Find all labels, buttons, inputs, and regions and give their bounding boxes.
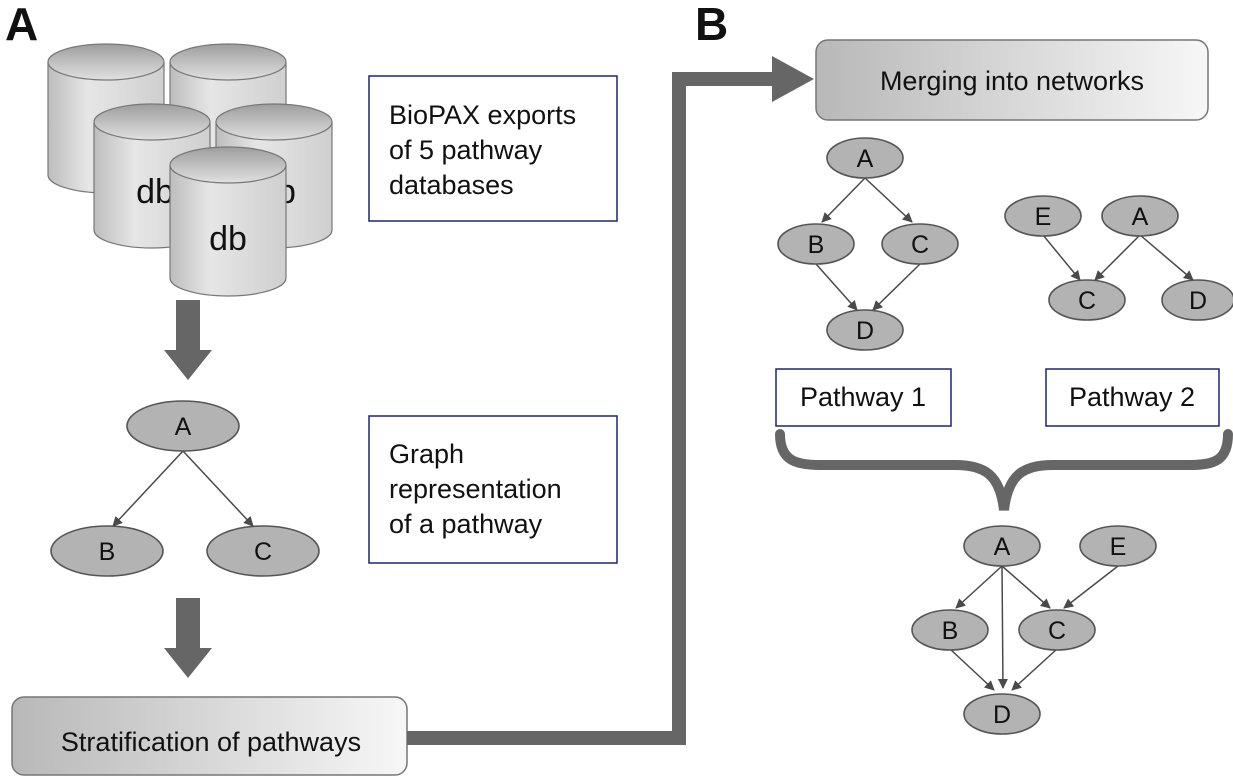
biopax-line-1: BioPAX exports xyxy=(389,100,576,130)
pathway-1-graph: A B C D xyxy=(777,137,959,351)
pathway-2-label: Pathway 2 xyxy=(1069,382,1195,412)
panel-label-b: B xyxy=(695,0,728,50)
panel-label-a: A xyxy=(5,0,38,50)
graph-node-label: E xyxy=(1110,533,1127,561)
graph-representation-box: Graph representation of a pathway xyxy=(368,415,618,564)
graph-node-label: C xyxy=(254,538,272,566)
graph-node-label: A xyxy=(175,413,192,441)
graph-node xyxy=(1004,195,1082,237)
graph-node xyxy=(963,693,1041,735)
graph-node-label: C xyxy=(1078,287,1096,315)
graph-node xyxy=(126,400,240,452)
graph-edge xyxy=(997,565,1008,689)
graph-node xyxy=(881,223,959,265)
pathway-1-label: Pathway 1 xyxy=(800,382,926,412)
graph-edge xyxy=(1042,234,1081,281)
biopax-line-2: of 5 pathway xyxy=(389,135,543,165)
merged-network-graph: A E B C D xyxy=(911,525,1157,735)
stratification-step: Stratification of pathways xyxy=(11,696,408,776)
graph-edge xyxy=(872,263,921,311)
graph-edge xyxy=(1063,565,1119,609)
database-label: db xyxy=(209,220,247,258)
merging-label: Merging into networks xyxy=(880,66,1144,96)
database-label: db xyxy=(136,173,174,211)
graph-node-label: A xyxy=(1132,203,1149,231)
graph-edge xyxy=(1011,648,1058,691)
graph-node xyxy=(777,223,855,265)
graph-node xyxy=(826,309,904,351)
graph-edge xyxy=(1094,234,1141,281)
graph-node-label: C xyxy=(1048,617,1066,645)
graph-edge xyxy=(864,177,913,223)
graph-box-line-1: Graph xyxy=(389,439,464,469)
pathway-2-label-box: Pathway 2 xyxy=(1045,368,1220,427)
stratification-label: Stratification of pathways xyxy=(61,727,361,757)
graph-node-label: E xyxy=(1035,203,1052,231)
graph-edge xyxy=(821,177,866,223)
connector-arrow xyxy=(407,72,785,745)
graph-edge xyxy=(182,450,254,527)
graph-node xyxy=(1101,195,1179,237)
pathway-1-label-box: Pathway 1 xyxy=(775,368,952,427)
graph-node xyxy=(1018,609,1096,651)
graph-node-label: D xyxy=(993,701,1011,729)
graph-node-label: D xyxy=(1189,287,1207,315)
graph-node-label: B xyxy=(808,231,825,259)
graph-node xyxy=(206,525,320,577)
graph-edge xyxy=(112,450,184,527)
graph-node-label: B xyxy=(942,617,959,645)
graph-edge xyxy=(815,263,858,311)
graph-edge xyxy=(949,648,995,691)
graph-box-line-3: of a pathway xyxy=(389,509,543,539)
graph-edge xyxy=(955,565,1003,609)
database-cylinder: db xyxy=(169,146,287,297)
merge-brace xyxy=(775,429,1233,511)
down-arrow-icon xyxy=(164,300,212,380)
pathway-2-graph: E A C D xyxy=(1004,195,1233,321)
graph-edge xyxy=(1001,565,1051,609)
database-stack: db db db xyxy=(47,43,333,297)
merging-step: Merging into networks xyxy=(815,39,1209,121)
graph-node xyxy=(50,525,164,577)
graph-node xyxy=(911,609,989,651)
biopax-exports-box: BioPAX exports of 5 pathway databases xyxy=(368,75,618,222)
graph-node xyxy=(963,525,1041,567)
graph-node xyxy=(1079,525,1157,567)
biopax-line-3: databases xyxy=(389,170,514,200)
graph-node-label: A xyxy=(857,145,874,173)
down-arrow-icon xyxy=(164,598,212,678)
graph-edge xyxy=(1139,234,1194,281)
graph-node xyxy=(826,137,904,179)
graph-box-line-2: representation xyxy=(389,474,562,504)
example-pathway-graph: A B C xyxy=(50,400,320,577)
graph-node xyxy=(1161,279,1233,321)
connector-arrowhead-icon xyxy=(772,56,814,102)
graph-node-label: B xyxy=(99,538,116,566)
graph-node-label: A xyxy=(994,533,1011,561)
graph-node-label: D xyxy=(856,317,874,345)
graph-node xyxy=(1048,279,1126,321)
graph-node-label: C xyxy=(911,231,929,259)
